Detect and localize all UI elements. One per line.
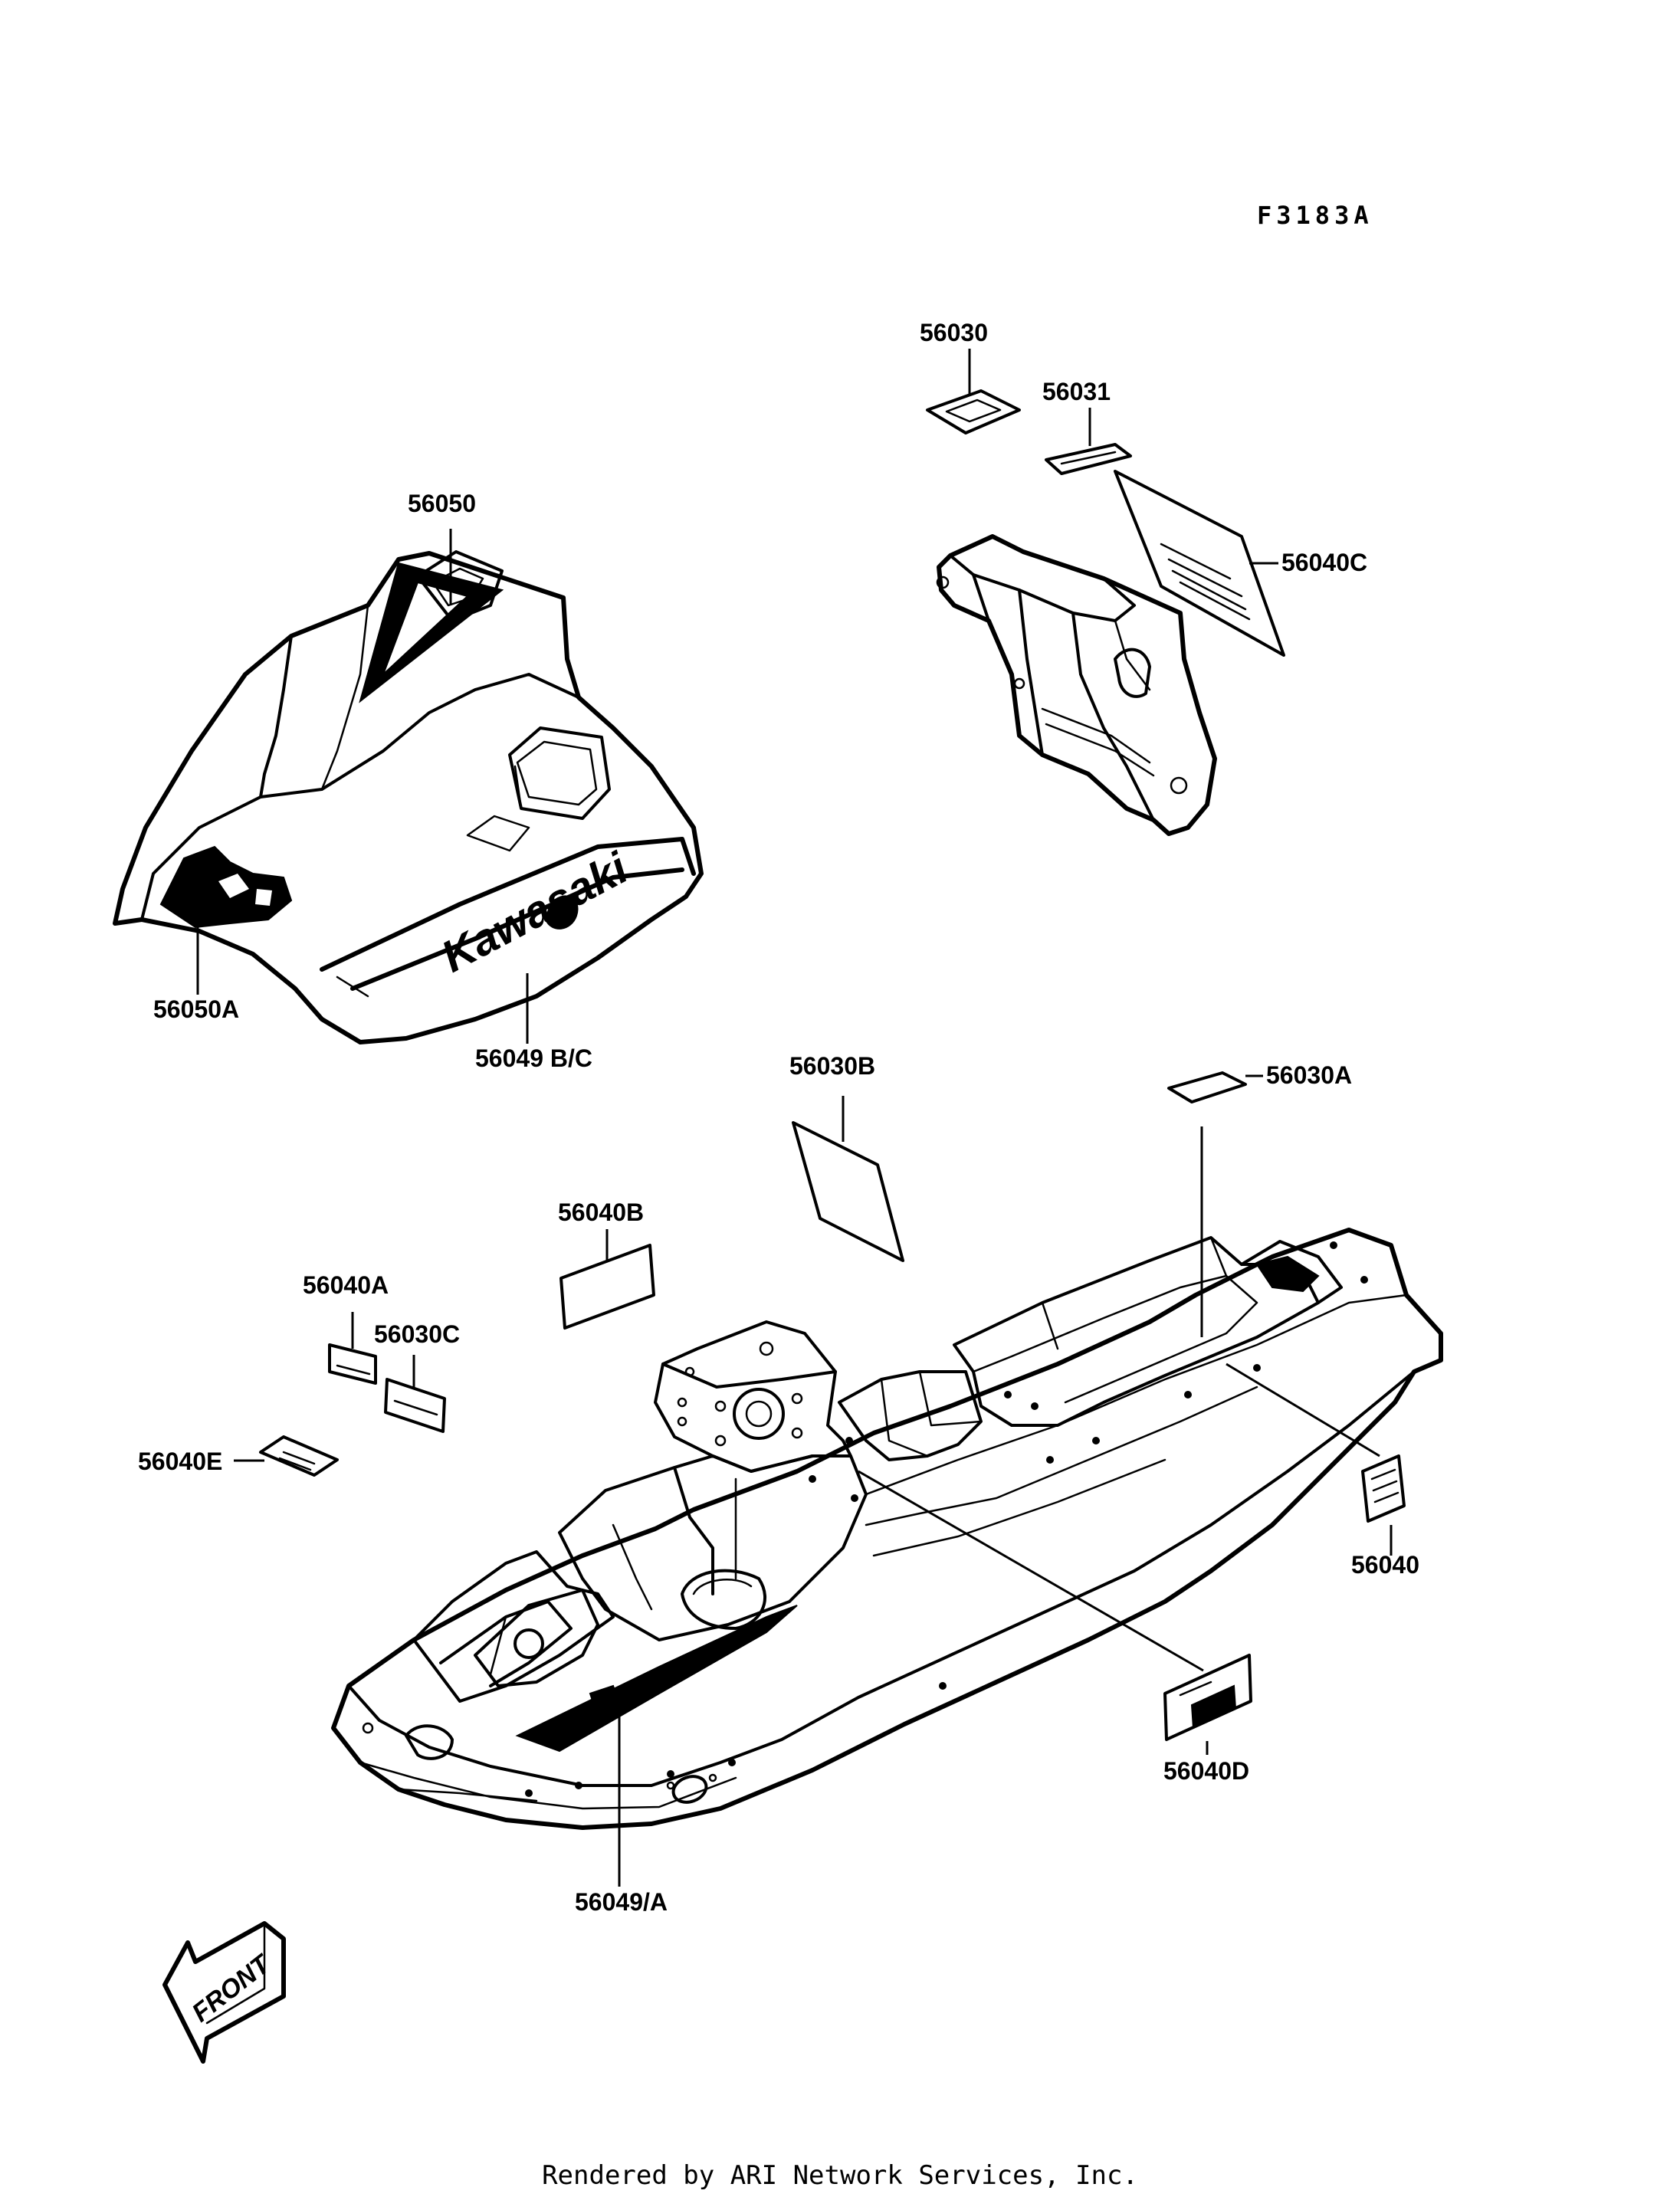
part-label-56040: 56040 [1351,1551,1419,1579]
part-label-56030A: 56030A [1266,1061,1352,1089]
part-label-56050: 56050 [408,490,476,517]
part-label-56040A: 56040A [303,1271,389,1299]
part-label-56031: 56031 [1042,378,1111,405]
part-label-56040D: 56040D [1163,1757,1249,1785]
decal-56030C [384,1355,446,1433]
hull-illustration [331,1126,1443,1887]
part-label-56030: 56030 [920,319,988,346]
cover-illustration [936,534,1217,836]
part-label-56049BC: 56049 B/C [475,1044,592,1072]
part-label-56030B: 56030B [789,1052,875,1080]
part-label-56040E: 56040E [138,1448,222,1475]
decal-56030A [1167,1071,1263,1103]
decal-56040A [328,1312,377,1385]
decal-56031 [1045,408,1132,475]
part-label-56030C: 56030C [374,1320,460,1348]
decal-56030 [926,349,1021,434]
decal-56040B [559,1229,655,1330]
part-label-56040C: 56040C [1281,549,1367,576]
hood-brand-text: Kawasaki [434,842,638,982]
front-direction-arrow: FRONT [162,1921,286,2064]
part-label-56049A: 56049/A [575,1888,668,1916]
decal-56040 [1361,1454,1406,1523]
decal-56040C [1114,470,1285,657]
footer-credit: Rendered by ARI Network Services, Inc. [542,2160,1138,2191]
engine-hood-illustration: Kawasaki [113,529,704,1044]
decal-56040D [1163,1654,1252,1755]
decal-56040E [234,1435,339,1477]
decal-56030B [792,1096,904,1262]
part-label-56040B: 56040B [558,1199,644,1226]
diagram-code: F3183A [1257,201,1373,230]
part-label-56050A: 56050A [153,995,239,1023]
